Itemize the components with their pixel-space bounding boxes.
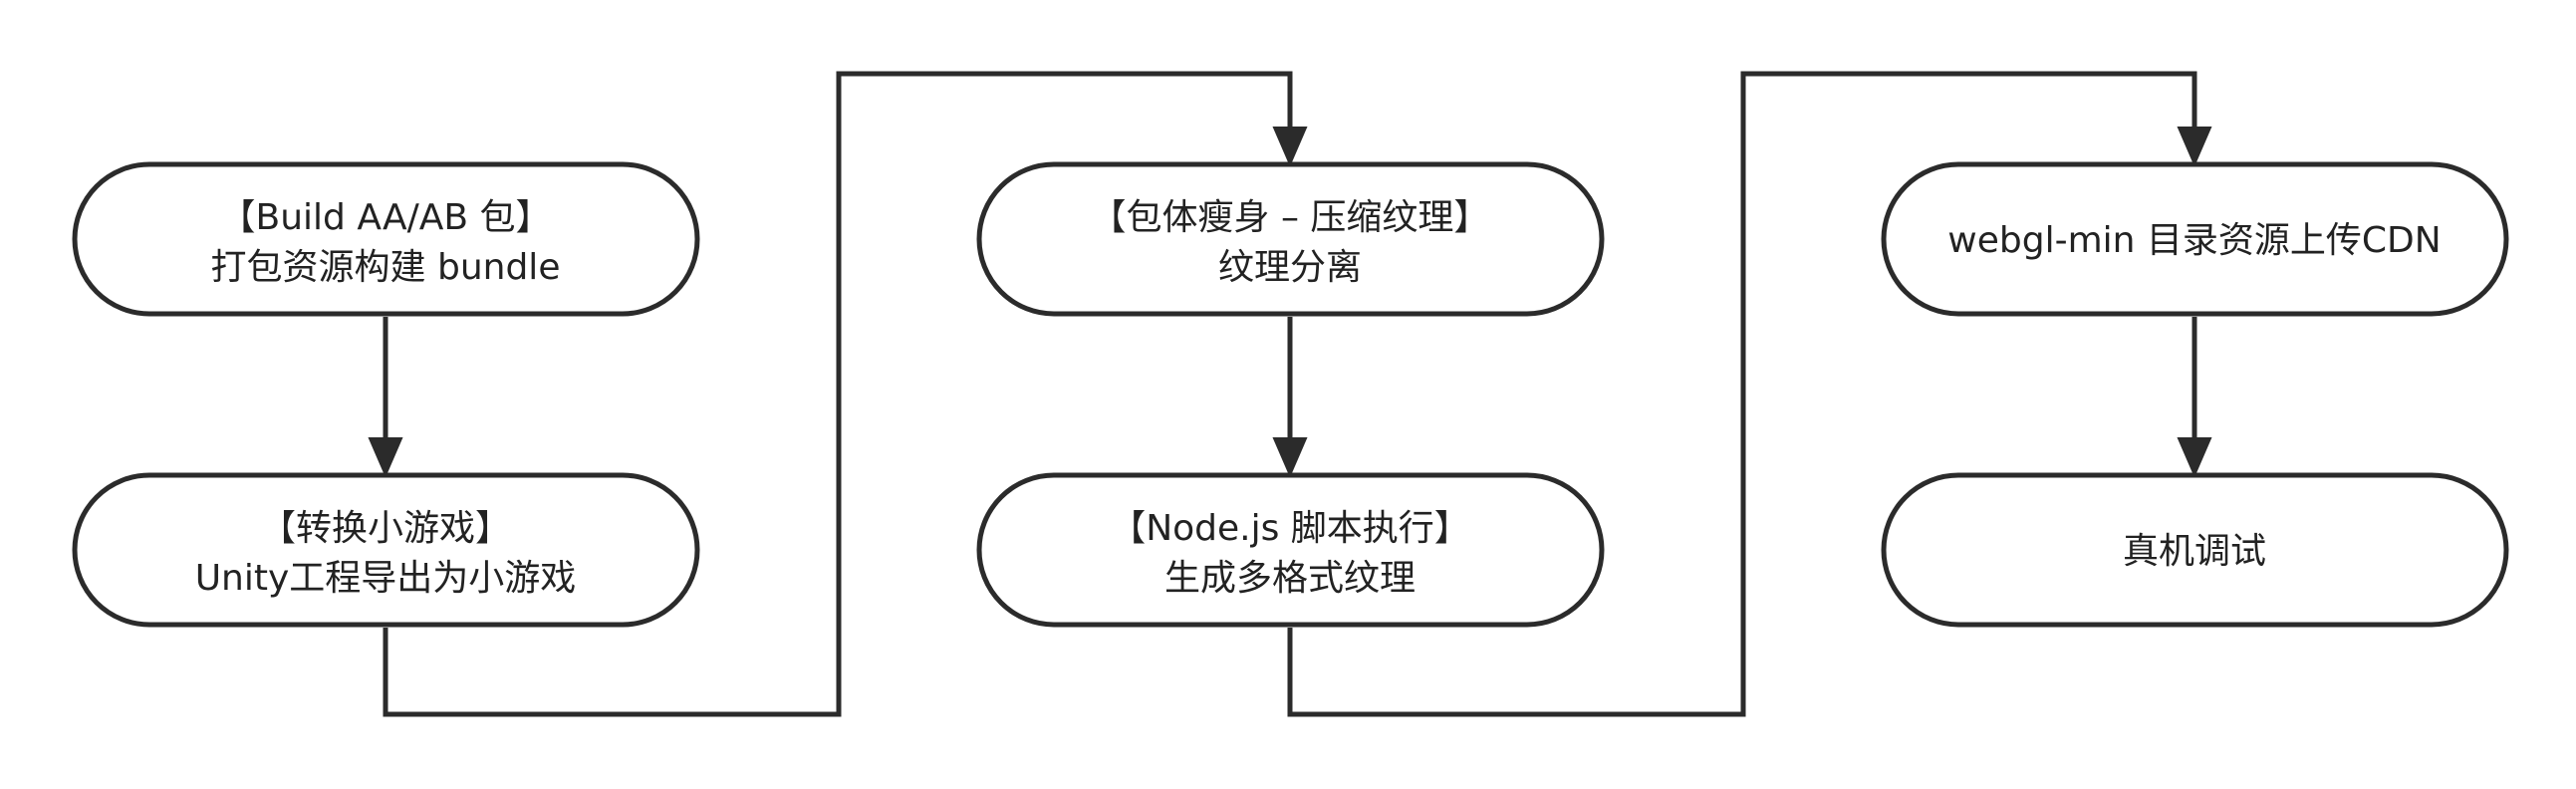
node-build-ab-shape <box>72 161 700 317</box>
node-device-debug-line1: 真机调试 <box>2123 531 2266 572</box>
edge-convert-to-slim <box>383 71 1293 717</box>
node-build-ab: 【Build AA/AB 包】 打包资源构建 bundle <box>72 161 700 317</box>
node-slim-package-shape <box>976 161 1605 317</box>
node-slim-package-line1: 【包体瘦身 – 压缩纹理】 <box>1091 197 1490 238</box>
node-convert-minigame-line2: Unity工程导出为小游戏 <box>195 558 577 599</box>
connectors <box>368 71 2212 717</box>
node-convert-minigame-shape <box>72 472 700 628</box>
arrow-node-to-upload <box>2177 127 2212 167</box>
node-upload-cdn-shape <box>1881 161 2509 317</box>
arrow-slim-to-node <box>1272 437 1308 478</box>
node-upload-cdn: webgl-min 目录资源上传CDN <box>1881 161 2509 317</box>
arrow-upload-to-debug <box>2177 437 2212 478</box>
node-build-ab-line1: 【Build AA/AB 包】 <box>220 197 552 238</box>
node-slim-package: 【包体瘦身 – 压缩纹理】 纹理分离 <box>976 161 1605 317</box>
node-upload-cdn-line1: webgl-min 目录资源上传CDN <box>1947 220 2441 261</box>
edge-node-to-upload <box>1287 71 2197 717</box>
node-node-script-line1: 【Node.js 脚本执行】 <box>1110 508 1470 549</box>
node-node-script: 【Node.js 脚本执行】 生成多格式纹理 <box>976 472 1605 628</box>
node-slim-package-line2: 纹理分离 <box>1218 247 1362 288</box>
node-node-script-line2: 生成多格式纹理 <box>1164 558 1416 599</box>
node-convert-minigame-line1: 【转换小游戏】 <box>260 508 511 549</box>
node-build-ab-line2: 打包资源构建 bundle <box>211 247 561 288</box>
arrow-build-to-convert <box>368 437 403 478</box>
node-device-debug-shape <box>1881 472 2509 628</box>
node-node-script-shape <box>976 472 1605 628</box>
arrow-convert-to-slim <box>1272 127 1308 167</box>
node-device-debug: 真机调试 <box>1881 472 2509 628</box>
node-convert-minigame: 【转换小游戏】 Unity工程导出为小游戏 <box>72 472 700 628</box>
